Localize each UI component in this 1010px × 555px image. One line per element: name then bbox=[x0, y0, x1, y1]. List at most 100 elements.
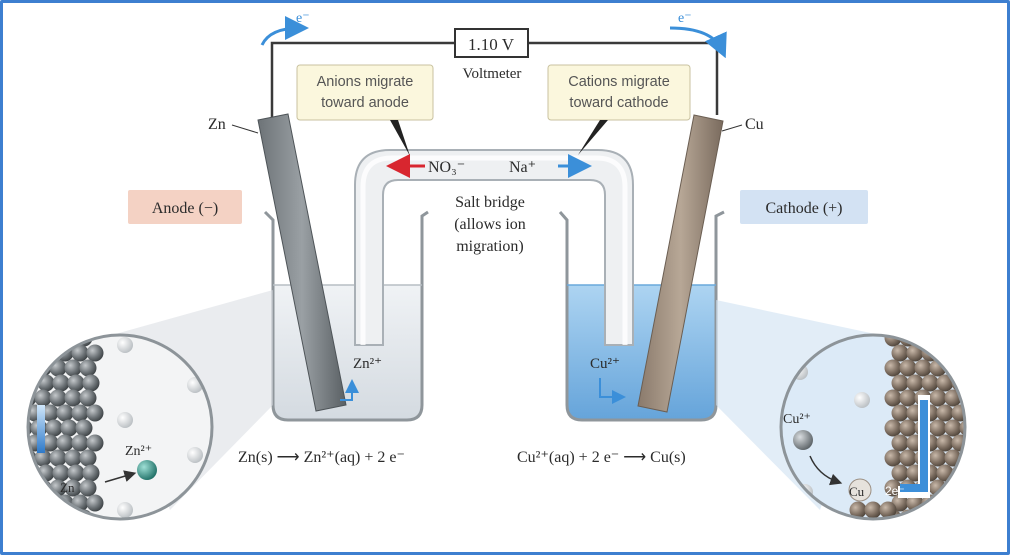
cation-callout: Cations migrate toward cathode bbox=[547, 64, 691, 155]
anion-callout: Anions migrate toward anode bbox=[296, 64, 434, 156]
electron-flow-arrow-left bbox=[260, 16, 309, 46]
cu-lattice-atom bbox=[959, 359, 965, 377]
zn-lattice-atom bbox=[52, 464, 70, 482]
cu-label: Cu bbox=[745, 116, 764, 133]
cu-lattice-atom bbox=[959, 419, 965, 437]
cu-lattice-atom bbox=[967, 375, 984, 392]
solution-ion-sphere bbox=[117, 412, 133, 428]
cu-lattice-atom bbox=[884, 389, 902, 407]
salt-bridge bbox=[354, 149, 634, 346]
cu-lattice-atom bbox=[936, 494, 954, 512]
zn-lattice-atom bbox=[79, 389, 97, 407]
cu-lattice-atom bbox=[884, 449, 902, 467]
cu-lattice-atom bbox=[936, 404, 954, 422]
cu-lattice-atom bbox=[921, 374, 939, 392]
cu-lattice-atom bbox=[891, 344, 909, 362]
zn-lattice-atom bbox=[41, 404, 59, 422]
voltmeter-display bbox=[454, 28, 529, 58]
zn-inset-arrow bbox=[104, 470, 137, 483]
zn-lattice-atom bbox=[52, 374, 70, 392]
zn-lattice-atom bbox=[64, 449, 82, 467]
cation-callout-line1: Cations migrate bbox=[568, 74, 670, 90]
cu-lattice-atom bbox=[884, 419, 902, 437]
zn-lattice-atom bbox=[67, 374, 85, 392]
zn-lattice-atom bbox=[60, 509, 78, 519]
electron-label-right: e⁻ bbox=[678, 11, 692, 26]
cu-lattice-atom bbox=[936, 434, 954, 452]
cu-lattice-atom bbox=[864, 501, 882, 519]
zn-lattice-atom bbox=[71, 404, 89, 422]
zn-lattice-atom bbox=[28, 359, 37, 377]
cu-lattice-atom bbox=[944, 509, 962, 519]
cu-lattice-atom bbox=[929, 419, 947, 437]
anode-badge: Anode (−) bbox=[128, 190, 242, 224]
cu-inset-arrow bbox=[809, 455, 843, 486]
cu-lattice-atom bbox=[891, 374, 909, 392]
solution-ion-sphere bbox=[187, 447, 203, 463]
zn-lattice-atom bbox=[82, 464, 100, 482]
cu-lattice-atom bbox=[914, 509, 932, 519]
cation-callout-line2: toward cathode bbox=[569, 95, 668, 111]
cu-lattice-atom bbox=[891, 434, 909, 452]
cu-inset-electron-label: 2e⁻ bbox=[885, 484, 905, 498]
cu-lattice-atom bbox=[884, 359, 902, 377]
zn-lattice-atom bbox=[79, 359, 97, 377]
zn-ion-arrow bbox=[340, 379, 359, 401]
zn-lattice-atom bbox=[34, 449, 52, 467]
zn-label: Zn bbox=[208, 116, 226, 133]
cathode-badge-text: Cathode (+) bbox=[766, 200, 843, 217]
cu-ion-arrow bbox=[599, 378, 626, 404]
zn-lattice-atom bbox=[28, 494, 44, 512]
cu-lattice-atom bbox=[929, 449, 947, 467]
zn-lattice-atom bbox=[71, 344, 89, 362]
zn-lattice-atom bbox=[56, 434, 74, 452]
cu-inset-metal-label: Cu bbox=[849, 484, 865, 499]
cu-lattice-atom bbox=[899, 449, 917, 467]
zn-lattice-atom bbox=[28, 479, 37, 497]
zn-lattice-atom bbox=[86, 494, 104, 512]
cu-lattice-atom bbox=[944, 335, 962, 347]
zn-lattice-atom bbox=[75, 419, 93, 437]
zn-lattice-atom bbox=[41, 434, 59, 452]
cathode-equation: Cu²⁺(aq) + 2 e⁻ ⟶ Cu(s) bbox=[517, 449, 686, 466]
cu-lattice-atom bbox=[906, 374, 924, 392]
cu-lattice-atom bbox=[849, 501, 867, 519]
zn-lattice-atom bbox=[67, 464, 85, 482]
cu-lattice-atom bbox=[951, 494, 965, 512]
zn-inset-metal-label: Zn bbox=[60, 480, 75, 495]
electron-label-left: e⁻ bbox=[296, 11, 310, 26]
zn-lattice-atom bbox=[28, 335, 33, 347]
cu-inset-electron-flow bbox=[900, 400, 928, 492]
cu-lattice-atom bbox=[967, 465, 984, 482]
cu-electrode bbox=[637, 114, 724, 413]
zn-lattice-atom bbox=[86, 404, 104, 422]
cu-lattice-atom bbox=[891, 464, 909, 482]
zn-lattice-atom bbox=[56, 404, 74, 422]
solution-ion-sphere bbox=[117, 337, 133, 353]
zn-inset-ion-label: Zn²⁺ bbox=[125, 444, 152, 459]
zn-lattice-atom bbox=[28, 419, 33, 437]
anode-badge-text: Anode (−) bbox=[152, 200, 218, 217]
salt-bridge-line3: migration) bbox=[456, 238, 524, 255]
cu-lattice-atom bbox=[944, 419, 962, 437]
cu-lattice-atom bbox=[914, 335, 932, 347]
zn-lattice-atom bbox=[34, 389, 52, 407]
cu-lattice-atom bbox=[929, 389, 947, 407]
zn-lattice-atom bbox=[30, 509, 48, 519]
zn-lattice-atom bbox=[49, 389, 67, 407]
electron-flow-arrow-right bbox=[669, 26, 727, 59]
cu-lattice-atom bbox=[891, 404, 909, 422]
bridge-anion-label: NO₃⁻ bbox=[428, 159, 465, 176]
cu-lattice-atom bbox=[929, 509, 947, 519]
cu-lattice-atom bbox=[884, 479, 902, 497]
zn-lattice-atom bbox=[28, 509, 33, 519]
cu-lattice-atom bbox=[967, 495, 984, 512]
cu-lattice-atom bbox=[899, 389, 917, 407]
cu-lattice-atom bbox=[936, 374, 954, 392]
cu-inset bbox=[779, 333, 984, 521]
cu-ion-sphere bbox=[793, 430, 813, 450]
zn-lattice-atom bbox=[34, 479, 52, 497]
cu-lattice-atom bbox=[879, 501, 897, 519]
